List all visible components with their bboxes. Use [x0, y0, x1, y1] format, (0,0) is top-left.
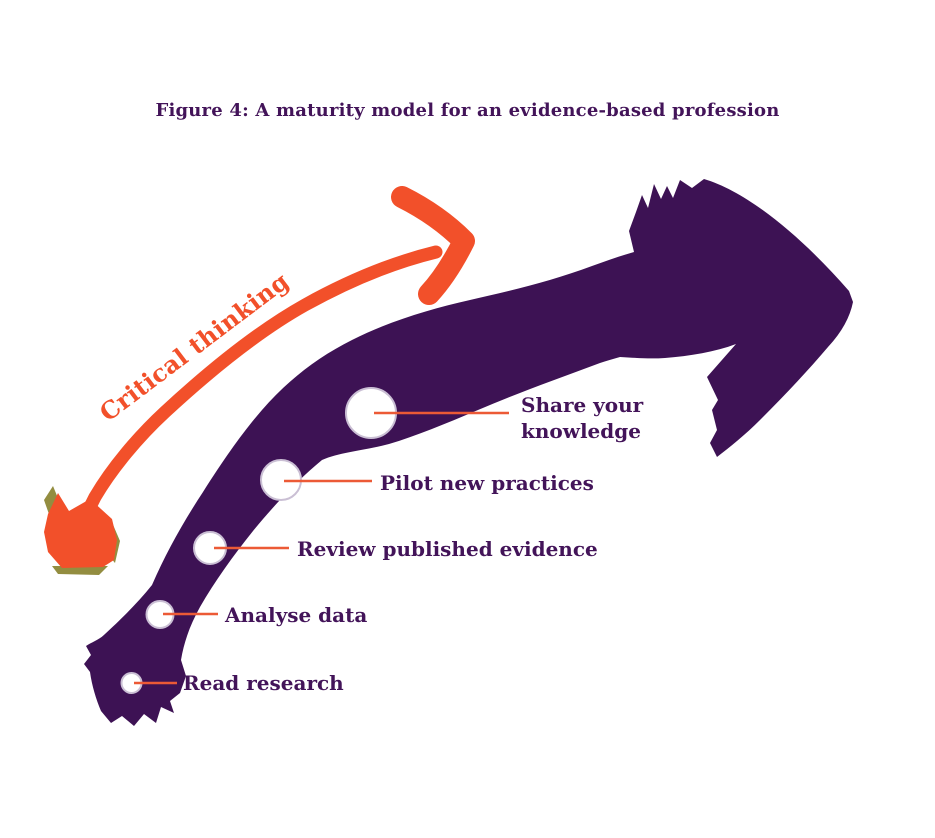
olive-brush-fleck	[44, 486, 60, 517]
orange-arrow-shaft	[82, 245, 443, 516]
purple-arrow	[84, 179, 853, 726]
milestone-label-review-evidence: Review published evidence	[297, 537, 598, 561]
olive-brush-fleck	[52, 566, 108, 575]
orange-arrowhead-bottom	[44, 493, 117, 568]
milestone-label-analyse-data: Analyse data	[225, 603, 368, 627]
milestone-label-share-knowledge: Share your knowledge	[521, 393, 644, 443]
milestone-label-pilot-practices: Pilot new practices	[380, 471, 594, 495]
figure-title: Figure 4: A maturity model for an eviden…	[155, 100, 780, 121]
milestone-label-read-research: Read research	[183, 671, 344, 695]
orange-arrowhead-top	[391, 186, 475, 305]
